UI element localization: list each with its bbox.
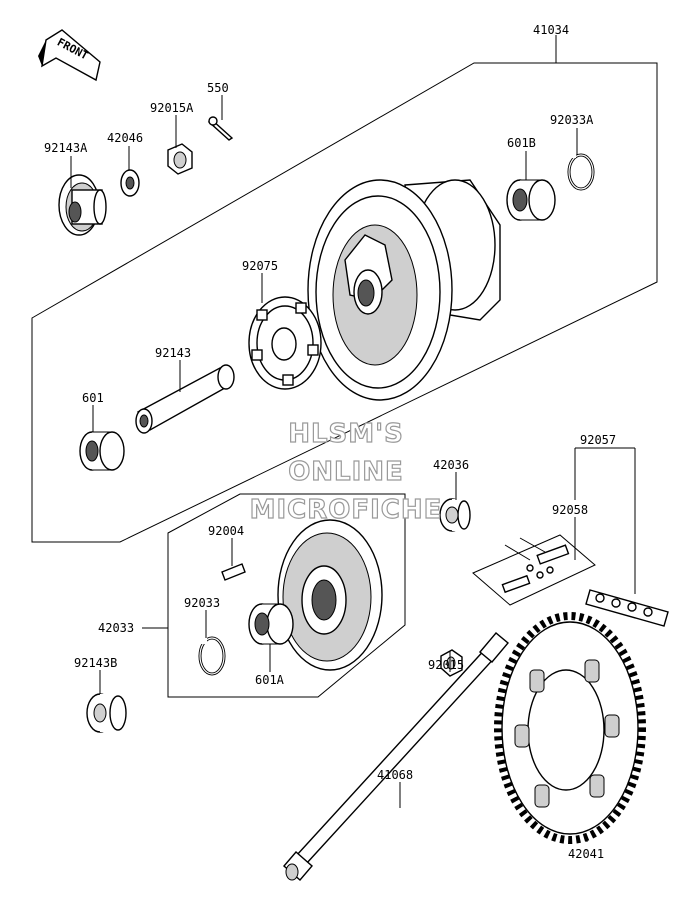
label-42033: 42033 <box>98 621 134 635</box>
bearing-601 <box>79 431 125 471</box>
sprocket-42041 <box>494 612 646 844</box>
drive-chain-92057 <box>504 537 669 627</box>
label-550: 550 <box>207 81 229 95</box>
collar-92143a <box>58 174 107 236</box>
label-601a: 601A <box>255 673 285 687</box>
chain-joint-outline <box>472 534 596 606</box>
washer-42046 <box>120 169 140 197</box>
coupling-42033 <box>277 519 383 671</box>
circlip-92033 <box>198 636 226 676</box>
coupling-assembly-outline <box>167 493 406 698</box>
hub-assembly-outline <box>31 62 658 543</box>
label-601: 601 <box>82 391 104 405</box>
nut-92015 <box>440 649 463 677</box>
nut-92015a <box>167 143 193 175</box>
front-arrow-icon: FRONT <box>38 29 101 82</box>
label-41034: 41034 <box>533 23 569 37</box>
label-601b: 601B <box>507 136 536 150</box>
label-92015: 92015 <box>428 658 464 672</box>
collar-92143b <box>86 693 127 733</box>
chain-joint-92058 <box>501 544 570 594</box>
label-92058: 92058 <box>552 503 588 517</box>
watermark-line-3: MICROFICHE <box>250 495 443 525</box>
bearing-601b <box>506 179 556 221</box>
label-92143b: 92143B <box>74 656 117 670</box>
axle-41068 <box>283 632 509 881</box>
label-42046: 42046 <box>107 131 143 145</box>
label-41068: 41068 <box>377 768 413 782</box>
rear-hub-41034 <box>307 179 501 401</box>
label-42036: 42036 <box>433 458 469 472</box>
leader-lines <box>70 35 636 842</box>
label-92015a: 92015A <box>150 101 194 115</box>
watermark-line-2: ONLINE <box>288 457 404 487</box>
label-92033: 92033 <box>184 596 220 610</box>
label-92033a: 92033A <box>550 113 594 127</box>
label-42041: 42041 <box>568 847 604 861</box>
stud-92004 <box>221 563 246 581</box>
label-92057: 92057 <box>580 433 616 447</box>
label-92143a: 92143A <box>44 141 88 155</box>
label-92143: 92143 <box>155 346 191 360</box>
collar-42036 <box>439 498 471 532</box>
damper-92075 <box>248 296 322 390</box>
cotter-pin-550 <box>207 116 234 141</box>
watermark-line-1: HLSM'S <box>288 419 404 449</box>
watermark: HLSM'S ONLINE MICROFICHE <box>249 418 443 525</box>
sleeve-92143 <box>135 364 235 434</box>
label-92075: 92075 <box>242 259 278 273</box>
label-92004: 92004 <box>208 524 244 538</box>
bearing-601a <box>248 603 294 645</box>
circlip-92033a <box>567 152 595 191</box>
